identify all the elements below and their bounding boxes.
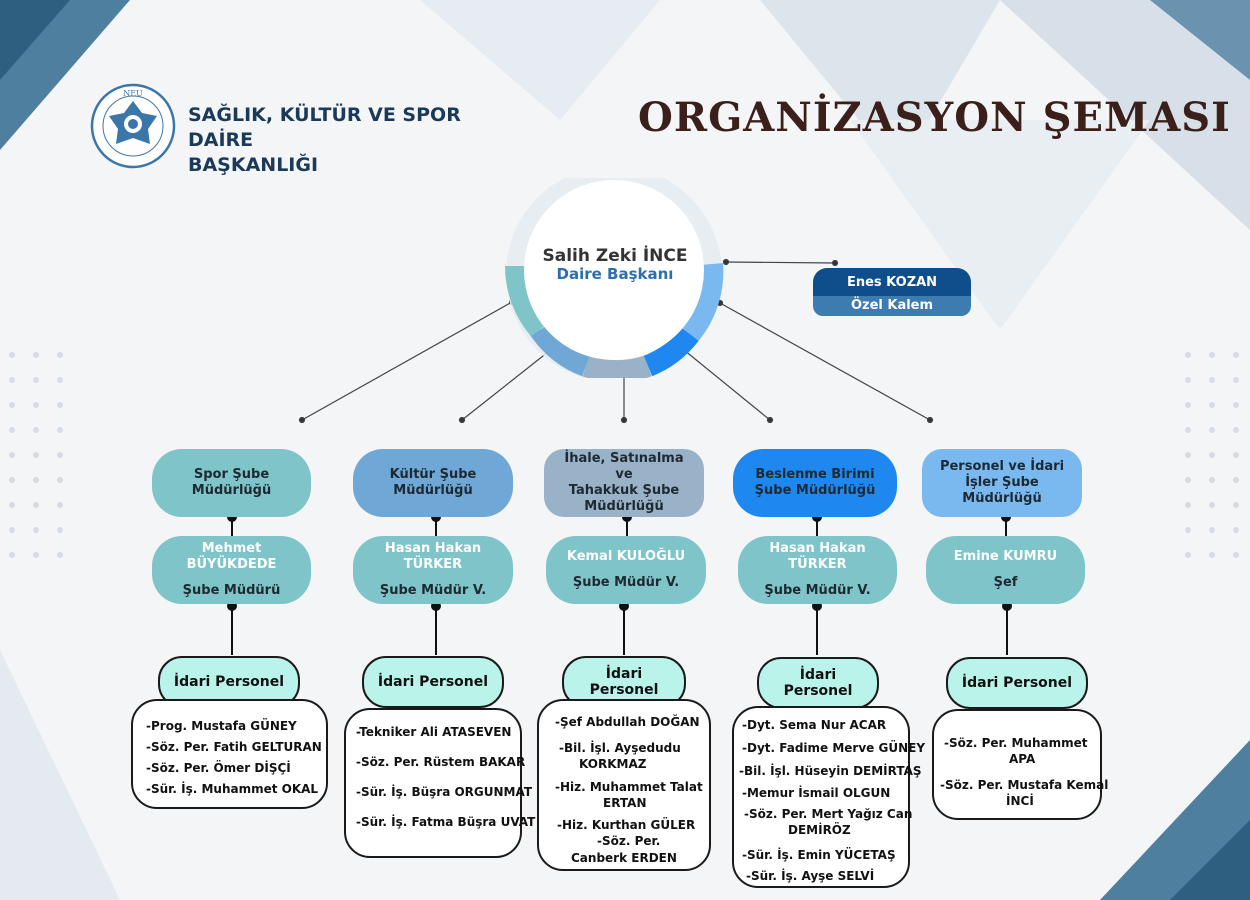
manager-role: Şube Müdürü (182, 583, 281, 598)
staff-list: -Söz. Per. Muhammet APA -Söz. Per. Musta… (932, 709, 1108, 820)
staff-member: -Sür. İş. Ayşe SELVİ (746, 869, 875, 883)
manager-role: Şube Müdür V. (572, 575, 680, 590)
staff-member: İNCİ (1006, 794, 1034, 808)
staff-list: -Şef Abdullah DOĞAN -Bil. İşl. Ayşedudu … (537, 699, 711, 871)
manager-role: Şef (993, 575, 1018, 590)
page-title: ORGANİZASYON ŞEMASI (638, 94, 1231, 141)
staff-member: ERTAN (603, 796, 647, 810)
manager-box: Emine KUMRU Şef (926, 536, 1085, 604)
staff-member: -Söz. Per. Muhammet (944, 736, 1088, 750)
manager-box: Hasan Hakan TÜRKER Şube Müdür V. (353, 536, 513, 604)
manager-name: Kemal KULOĞLU (566, 549, 686, 564)
staff-member: -Dyt. Sema Nur ACAR (742, 718, 887, 732)
staff-member: -Sür. İş. Emin YÜCETAŞ (742, 848, 896, 862)
staff-member: -Tekniker Ali ATASEVEN (356, 725, 512, 739)
unit-line: Müdürlüğü (393, 483, 473, 498)
staff-member: -Söz. Per. Rüstem BAKAR (356, 755, 526, 769)
staff-list: -Dyt. Sema Nur ACAR -Dyt. Fadime Merve G… (732, 706, 925, 888)
staff-member: -Söz. Per. (597, 834, 661, 848)
unit-line: Personel ve İdari (939, 459, 1065, 474)
manager-box: Kemal KULOĞLU Şube Müdür V. (546, 536, 706, 604)
unit-line: Tahakkuk Şube (568, 483, 680, 498)
department-name: SAĞLIK, KÜLTÜR VE SPOR DAİRE BAŞKANLIĞI (188, 103, 518, 178)
private-office-name: Enes KOZAN (813, 268, 971, 298)
head-role: Daire Başkanı (556, 265, 674, 283)
staff-list: -Tekniker Ali ATASEVEN -Söz. Per. Rüstem… (344, 708, 535, 858)
staff-member: -Söz. Per. Mustafa Kemal (940, 778, 1109, 792)
staff-member: -Memur İsmail OLGUN (742, 786, 891, 800)
unit-line: Müdürlüğü (584, 499, 664, 514)
unit-line: Kültür Şube (389, 467, 477, 482)
staff-member: -Prog. Mustafa GÜNEY (146, 719, 297, 733)
staff-label: İdari Personel (757, 657, 879, 709)
manager-box: Mehmet BÜYÜKDEDE Şube Müdürü (152, 536, 311, 604)
staff-member: -Dyt. Fadime Merve GÜNEY (742, 741, 926, 755)
staff-member: -Şef Abdullah DOĞAN (555, 715, 700, 729)
manager-name: Mehmet BÜYÜKDEDE (186, 541, 277, 572)
staff-member: Canberk ERDEN (571, 851, 677, 865)
private-office-role: Özel Kalem (813, 296, 971, 316)
unit-box-ihale: İhale, Satınalma ve Tahakkuk Şube Müdürl… (544, 449, 704, 517)
staff-member: -Söz. Per. Mert Yağız Can (744, 807, 913, 821)
staff-member: APA (1009, 752, 1036, 766)
staff-member: -Hiz. Kurthan GÜLER (557, 818, 696, 832)
manager-name: Hasan Hakan TÜRKER (384, 541, 482, 572)
university-logo-icon: NEU (90, 83, 176, 169)
manager-role: Şube Müdür V. (764, 583, 871, 598)
manager-name: Hasan Hakan TÜRKER (769, 541, 866, 572)
logo-ring-text: NEU (123, 89, 143, 98)
unit-line: İşler Şube (965, 475, 1039, 490)
department-line2: BAŞKANLIĞI (188, 154, 319, 176)
staff-member: -Sür. İş. Büşra ORGUNMAT (356, 785, 533, 799)
department-line1: SAĞLIK, KÜLTÜR VE SPOR DAİRE (188, 104, 461, 151)
staff-member: -Sür. İş. Muhammet OKAL (146, 782, 319, 796)
unit-box-spor: Spor Şube Müdürlüğü (152, 449, 311, 517)
staff-member: -Bil. İşl. Hüseyin DEMİRTAŞ (739, 764, 922, 778)
staff-member: KORKMAZ (579, 757, 647, 771)
unit-box-beslenme: Beslenme Birimi Şube Müdürlüğü (733, 449, 897, 517)
staff-member: -Sür. İş. Fatma Büşra UVAT (356, 815, 536, 829)
unit-box-kultur: Kültür Şube Müdürlüğü (353, 449, 513, 517)
unit-line: Müdürlüğü (191, 483, 272, 498)
manager-box: Hasan Hakan TÜRKER Şube Müdür V. (738, 536, 897, 604)
unit-line: Beslenme Birimi (755, 467, 875, 482)
head-name: Salih Zeki İNCE (542, 246, 688, 266)
staff-member: -Hiz. Muhammet Talat (555, 780, 703, 794)
unit-box-personel: Personel ve İdari İşler Şube Müdürlüğü (922, 449, 1082, 517)
staff-label: İdari Personel (362, 656, 504, 708)
unit-line: Şube Müdürlüğü (754, 483, 876, 498)
staff-label: İdari Personel (946, 657, 1088, 709)
unit-line: İhale, Satınalma ve (564, 451, 684, 482)
staff-member: DEMİRÖZ (788, 823, 851, 837)
staff-member: -Söz. Per. Fatih GELTURAN (146, 740, 322, 754)
unit-line: Müdürlüğü (962, 491, 1042, 506)
manager-name: Emine KUMRU (953, 549, 1058, 564)
head-circle (505, 178, 724, 378)
manager-role: Şube Müdür V. (379, 583, 487, 598)
unit-line: Spor Şube (193, 467, 270, 482)
staff-member: -Bil. İşl. Ayşedudu (559, 741, 681, 755)
staff-list: -Prog. Mustafa GÜNEY -Söz. Per. Fatih GE… (131, 699, 328, 809)
staff-member: -Söz. Per. Ömer DİŞÇİ (146, 761, 291, 775)
